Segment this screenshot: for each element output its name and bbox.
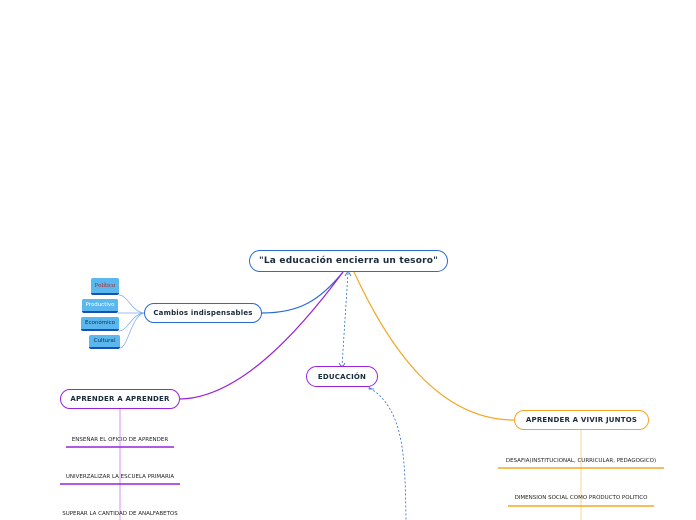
connector-cambios-cultural: [119, 312, 146, 349]
connector-root-aprender: [179, 271, 344, 400]
subtopic-superar-analfabetos[interactable]: SUPERAR LA CANTIDAD DE ANALFABETOS: [62, 511, 178, 517]
subtopic-univerzalizar-escuela[interactable]: UNIVERZALIZAR LA ESCUELA PRIMARIA: [65, 474, 175, 480]
connector-educacion-down: [369, 387, 407, 520]
connector-cambios-politico: [118, 294, 146, 314]
subtopic-ensenar-oficio[interactable]: ENSEÑAR EL OFICIO DE APRENDER: [71, 437, 169, 443]
tag-productivo[interactable]: Productivo: [82, 299, 118, 313]
connector-root-cambios: [261, 271, 344, 314]
connector-root-educacion: [341, 272, 349, 367]
topic-aprender-a-vivir-juntos[interactable]: APRENDER A VIVIR JUNTOS: [514, 410, 649, 430]
topic-cambios-indispensables[interactable]: Cambios indispensables: [144, 303, 262, 323]
subtopic-dimension-social[interactable]: DIMENSION SOCIAL COMO PRODUCTO POLITICO: [514, 495, 648, 501]
tag-economico[interactable]: Económico: [81, 317, 119, 331]
topic-educacion[interactable]: EDUCACIÓN: [306, 366, 378, 387]
tag-politico[interactable]: Político: [91, 278, 119, 295]
subtopic-desafia[interactable]: DESAFIA(INSTITUCIONAL, CURRICULAR, PEDAG…: [505, 458, 657, 464]
topic-aprender-a-aprender[interactable]: APRENDER A APRENDER: [60, 389, 180, 409]
connector-root-vivir: [353, 271, 515, 421]
tag-cultural[interactable]: Cultural: [89, 335, 120, 349]
root-topic[interactable]: "La educación encierra un tesoro": [249, 250, 448, 272]
connector-cambios-economico: [118, 312, 146, 332]
